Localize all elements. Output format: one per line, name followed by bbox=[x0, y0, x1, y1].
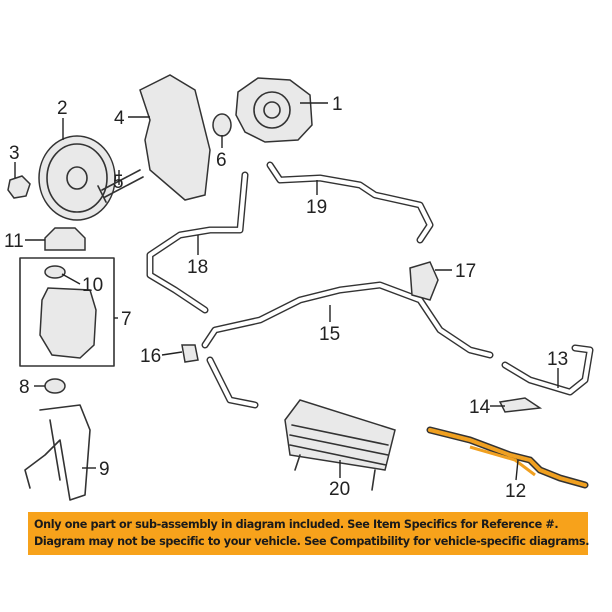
callout-19: 19 bbox=[306, 197, 327, 218]
highlighted-part-hose-12 bbox=[426, 426, 589, 489]
return-line bbox=[201, 281, 494, 409]
clamp-14 bbox=[498, 397, 543, 413]
callout-17: 17 bbox=[455, 261, 476, 282]
callout-1: 1 bbox=[332, 94, 343, 115]
pulley bbox=[38, 135, 116, 221]
reservoir bbox=[39, 287, 97, 359]
pressure-hose-13 bbox=[501, 344, 594, 396]
callout-2: 2 bbox=[57, 98, 68, 119]
callout-10: 10 bbox=[82, 275, 103, 296]
washer bbox=[212, 113, 232, 137]
reservoir-cap bbox=[44, 227, 86, 251]
callout-5: 5 bbox=[113, 172, 124, 193]
callouts: 1 2 3 4 5 6 7 8 9 10 11 12 13 14 15 16 1… bbox=[4, 94, 568, 502]
callout-14: 14 bbox=[469, 397, 491, 418]
disclaimer-line-2: Diagram may not be specific to your vehi… bbox=[34, 535, 590, 548]
grommet bbox=[44, 378, 66, 394]
callout-20: 20 bbox=[329, 479, 350, 500]
reservoir-cap-small bbox=[44, 265, 66, 279]
callout-16: 16 bbox=[140, 346, 161, 367]
callout-3: 3 bbox=[9, 143, 20, 164]
cooler bbox=[284, 399, 396, 491]
reservoir-assembly-box bbox=[19, 257, 115, 367]
reservoir-bracket bbox=[24, 404, 91, 501]
callout-13: 13 bbox=[547, 349, 568, 370]
power-steering-pump bbox=[235, 77, 313, 143]
nut bbox=[7, 175, 31, 199]
disclaimer-line-1: Only one part or sub-assembly in diagram… bbox=[34, 518, 559, 531]
callout-9: 9 bbox=[99, 459, 110, 480]
return-hose bbox=[266, 161, 434, 244]
clip-16 bbox=[181, 344, 199, 363]
callout-7: 7 bbox=[121, 309, 132, 330]
bolt bbox=[97, 169, 144, 203]
callout-18: 18 bbox=[187, 257, 208, 278]
bracket bbox=[139, 74, 211, 201]
bracket-17 bbox=[409, 261, 439, 301]
callout-4: 4 bbox=[114, 108, 125, 129]
leader-lines bbox=[14, 102, 559, 481]
callout-15: 15 bbox=[319, 324, 340, 345]
callout-12: 12 bbox=[505, 481, 526, 502]
callout-11: 11 bbox=[4, 231, 24, 252]
callout-8: 8 bbox=[19, 377, 30, 398]
callout-6: 6 bbox=[216, 150, 227, 171]
disclaimer-banner: Only one part or sub-assembly in diagram… bbox=[28, 512, 590, 555]
pressure-line bbox=[146, 171, 249, 314]
